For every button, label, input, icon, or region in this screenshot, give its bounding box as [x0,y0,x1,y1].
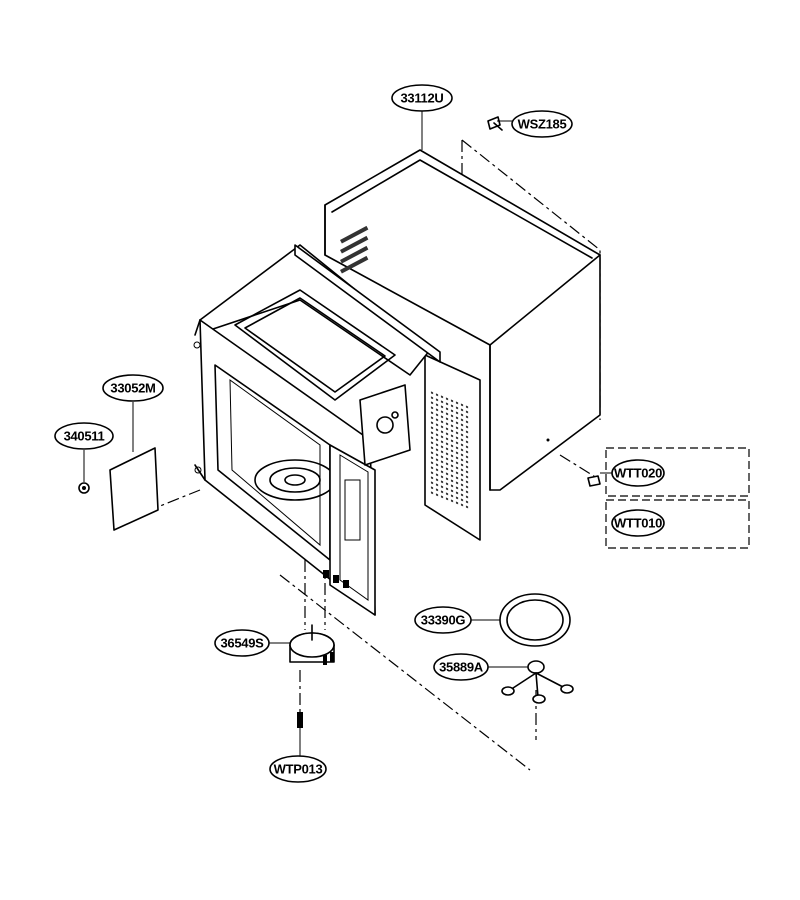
motor-screw-part [297,712,303,745]
callout-text-WTT010: WTT010 [614,516,662,531]
callout-WTT020: WTT020 [611,459,665,487]
callout-WSZ185: WSZ185 [511,110,573,138]
callout-text-36549S: 36549S [220,636,264,651]
callout-text-340511: 340511 [64,429,105,444]
case-vents [340,225,369,274]
oven-cavity [193,244,441,616]
waveguide-cover [109,447,159,531]
callout-text-33052M: 33052M [110,381,155,396]
screw-340511-part [78,482,90,494]
callout-35889A: 35889A [433,653,489,681]
turntable-motor [289,624,335,665]
callout-text-33390G: 33390G [421,613,466,628]
screw-wtt020-part [587,475,601,487]
screw-wsz185-part [487,116,503,131]
callout-WTT010: WTT010 [611,509,665,537]
callout-33112U: 33112U [391,84,453,112]
callout-WTP013: WTP013 [269,755,327,783]
rear-panel [424,354,481,541]
outer-case [324,149,601,491]
callout-text-33112U: 33112U [400,91,443,106]
callout-text-WTP013: WTP013 [274,762,323,777]
roller-guide [501,660,574,704]
callout-33052M: 33052M [102,374,164,402]
callout-33390G: 33390G [414,606,472,634]
glass-tray [499,593,571,647]
callout-text-WSZ185: WSZ185 [518,117,567,132]
callout-text-35889A: 35889A [439,660,484,675]
callout-36549S: 36549S [214,629,270,657]
callout-340511: 340511 [54,422,114,450]
leader-lines [83,108,613,756]
callout-text-WTT020: WTT020 [614,466,662,481]
